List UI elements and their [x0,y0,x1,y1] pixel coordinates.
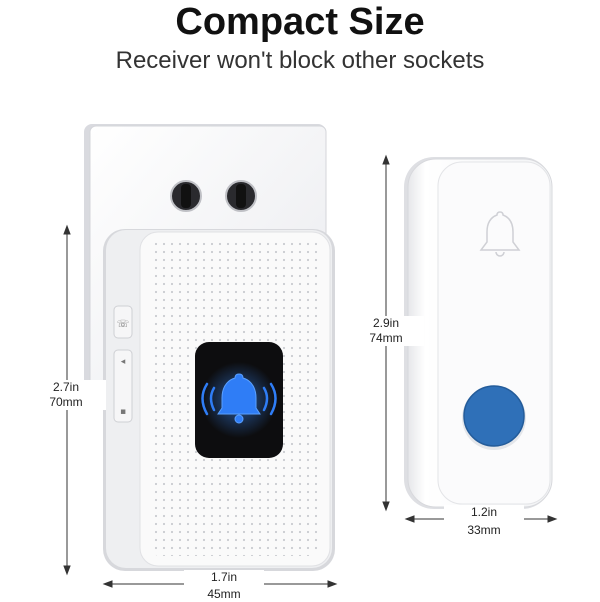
receiver-height-imperial: 2.7in [52,380,80,394]
receiver-width-label: 1.7in 45mm [184,570,264,602]
bell-outline-icon [479,211,521,257]
socket-holes [170,180,257,212]
page-subtitle: Receiver won't block other sockets [115,47,485,74]
receiver-screen [195,342,283,458]
button-width-label: 1.2in 33mm [444,505,524,538]
button-height-metric: 74mm [369,331,403,345]
receiver-side-buttons: ☏ ◂ ▪ [113,305,133,423]
receiver-height-label: 2.7in 70mm [26,380,106,410]
button-width-metric: 33mm [467,523,501,537]
receiver-height-metric: 70mm [49,395,83,409]
volume-icon: ◂ [121,357,126,367]
svg-text:▪: ▪ [120,407,126,417]
bell-icon [217,373,261,424]
receiver-width-metric: 45mm [207,587,241,601]
ring-volume-icon: ☏ [117,319,130,330]
button-height-imperial: 2.9in [372,316,400,330]
button-height-label: 2.9in 74mm [348,316,424,346]
push-button-transmitter [404,157,553,509]
button-width-imperial: 1.2in [444,505,524,520]
page-title: Compact Size [175,1,425,43]
receiver-unit: ☏ ◂ ▪ [103,229,335,571]
receiver-width-imperial: 1.7in [184,570,264,585]
call-button-icon [464,386,524,446]
